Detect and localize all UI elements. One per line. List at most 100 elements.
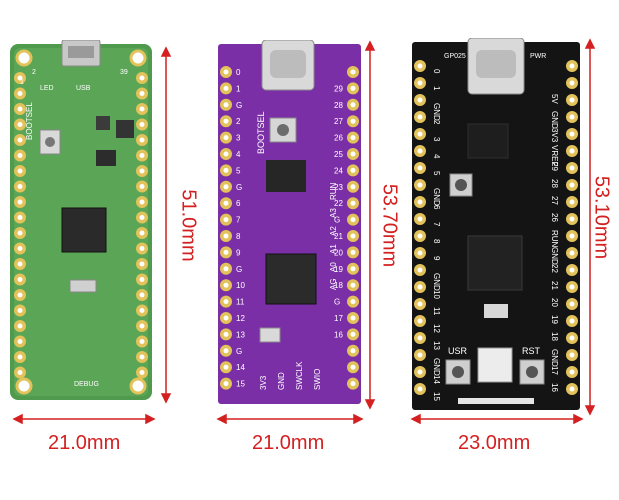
green-width-label: 21.0mm xyxy=(48,432,121,454)
black-left-pin-label: 14 xyxy=(432,375,441,384)
purple-side-label: A3 xyxy=(329,208,338,218)
black-right-pin-label: VREF xyxy=(550,145,559,166)
black-right-pin-label: 29 xyxy=(550,162,559,171)
purple-right-pin-label: 19 xyxy=(334,265,343,274)
black-left-pin-label: 1 xyxy=(432,86,441,91)
black-right-pin-label: 3V3 xyxy=(550,128,559,143)
purple-left-pin-label: 15 xyxy=(236,380,245,389)
purple-right-pin-label: 18 xyxy=(334,281,343,290)
black-right-pin-label: 16 xyxy=(550,383,559,392)
purple-left-pin-label: 14 xyxy=(236,363,245,372)
black-left-pin-label: 15 xyxy=(432,392,441,401)
purple-left-pin-label: 8 xyxy=(236,232,241,241)
black-left-pin-label: 4 xyxy=(432,154,441,159)
green-board-svg: 1 2 39 LED USB BOOTSEL DEBUG xyxy=(10,39,152,400)
purple-left-pin-label: 6 xyxy=(236,199,241,208)
purple-left-pin-label: 3 xyxy=(236,134,241,143)
black-left-pin-label: 10 xyxy=(432,290,441,299)
purple-side-label: A0 xyxy=(329,262,338,272)
black-rst-label: RST xyxy=(522,346,541,356)
black-left-pin-label: 13 xyxy=(432,341,441,350)
purple-right-pin-label: 21 xyxy=(334,232,343,241)
black-left-pin-label: GND xyxy=(432,358,441,376)
black-right-pin-label: 20 xyxy=(550,298,559,307)
black-right-pin-label: 26 xyxy=(550,213,559,222)
purple-width-label: 21.0mm xyxy=(252,432,325,454)
purple-height-label: 53.70mm xyxy=(378,183,401,268)
black-right-pin-label: 17 xyxy=(550,366,559,375)
black-right-pin-label: RUN xyxy=(550,230,559,248)
purple-right-pin-label: 27 xyxy=(334,117,343,126)
black-left-pin-label: 11 xyxy=(432,307,441,316)
green-pin39-label: 39 xyxy=(120,69,128,76)
black-right-pin-label: 22 xyxy=(550,264,559,273)
purple-bottom-label: SWIO xyxy=(313,369,322,390)
purple-right-pin-label: 17 xyxy=(334,314,343,323)
purple-left-pin-label: 13 xyxy=(236,330,245,339)
black-pwr-label: PWR xyxy=(530,53,546,60)
black-right-pin-label: 28 xyxy=(550,179,559,188)
black-height-label: 53.10mm xyxy=(590,175,613,260)
purple-left-pin-label: 10 xyxy=(236,281,245,290)
purple-bottom-label: 3V3 xyxy=(259,375,268,390)
black-left-pin-label: 12 xyxy=(432,324,441,333)
purple-left-pin-label: 11 xyxy=(236,298,245,307)
purple-right-pin-label: 16 xyxy=(334,330,343,339)
purple-right-pin-label: 24 xyxy=(334,166,343,175)
black-gp025-label: GP025 xyxy=(444,53,466,60)
purple-left-pin-label: 0 xyxy=(236,68,241,77)
purple-left-pin-label: 9 xyxy=(236,248,241,257)
green-pico-board: 1 2 39 LED USB BOOTSEL DEBUG xyxy=(10,39,152,402)
black-right-pin-label: GND xyxy=(550,247,559,265)
purple-bottom-label: SWCLK xyxy=(295,361,304,390)
purple-left-pin-label: G xyxy=(236,347,242,356)
purple-left-pin-label: 2 xyxy=(236,117,241,126)
purple-side-label: A1 xyxy=(329,244,338,254)
purple-left-pin-label: 1 xyxy=(236,84,241,93)
purple-side-label: A2 xyxy=(329,226,338,236)
black-right-pin-label: GND xyxy=(550,111,559,129)
purple-side-label: AG xyxy=(329,278,338,290)
purple-right-pin-label: 22 xyxy=(334,199,343,208)
purple-right-pin-label: G xyxy=(334,298,340,307)
black-left-pin-label: GND xyxy=(432,103,441,121)
black-left-pin-label: GND xyxy=(432,188,441,206)
black-width-label: 23.0mm xyxy=(458,432,531,454)
black-right-pin-label: 18 xyxy=(550,332,559,341)
purple-left-pin-label: G xyxy=(236,183,242,192)
purple-side-label: RUN xyxy=(329,182,338,200)
green-left-pads xyxy=(14,72,26,379)
black-left-pin-label: 3 xyxy=(432,137,441,142)
green-right-pads xyxy=(136,72,148,379)
black-left-pin-label: GND xyxy=(432,273,441,291)
purple-left-pin-label: 12 xyxy=(236,314,245,323)
black-left-pin-label: 2 xyxy=(432,120,441,125)
green-debug-label: DEBUG xyxy=(74,381,99,388)
purple-right-pin-label: 26 xyxy=(334,134,343,143)
purple-bootsel-label: BOOTSEL xyxy=(256,111,266,154)
black-right-pin-label: 21 xyxy=(550,281,559,290)
black-left-pin-label: 9 xyxy=(432,256,441,261)
black-usr-label: USR xyxy=(448,346,468,356)
green-pin1-label: 1 xyxy=(20,79,24,86)
green-pin2-label: 2 xyxy=(32,69,36,76)
green-led-label: LED xyxy=(40,85,54,92)
green-usb-label: USB xyxy=(76,85,91,92)
purple-right-pin-label: 28 xyxy=(334,101,343,110)
green-bootsel-label: BOOTSEL xyxy=(25,102,34,140)
purple-left-pin-label: 7 xyxy=(236,216,241,225)
purple-right-pin-label: 20 xyxy=(334,248,343,257)
purple-left-pin-label: 5 xyxy=(236,166,241,175)
black-right-pin-label: 19 xyxy=(550,315,559,324)
purple-bottom-label: GND xyxy=(277,372,286,390)
black-left-pin-label: 0 xyxy=(432,69,441,74)
black-left-pin-label: 7 xyxy=(432,222,441,227)
purple-left-pin-label: G xyxy=(236,265,242,274)
purple-left-pin-label: 4 xyxy=(236,150,241,159)
purple-right-pin-label: 29 xyxy=(334,84,343,93)
